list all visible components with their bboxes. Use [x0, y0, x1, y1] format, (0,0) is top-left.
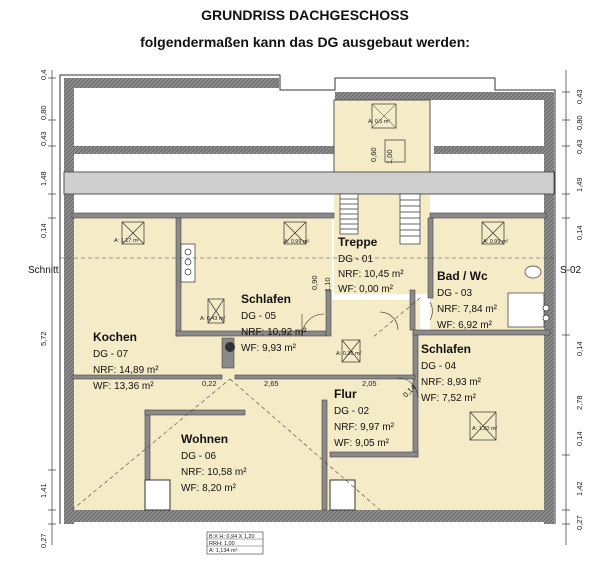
chimney-icon [225, 342, 235, 352]
room-label-bad: Bad / Wc DG - 03 NRF: 7,84 m² WF: 6,92 m… [437, 269, 498, 331]
svg-text:1,00: 1,00 [385, 149, 394, 164]
room-label-wohnen: Wohnen DG - 06 NRF: 10,58 m² WF: 8,20 m² [181, 432, 247, 494]
svg-text:0,22: 0,22 [202, 379, 217, 388]
skylights [121, 221, 505, 441]
svg-text:2,78: 2,78 [575, 395, 584, 410]
svg-text:Treppe: Treppe [338, 235, 378, 249]
room-fills [72, 98, 550, 510]
svg-text:NRF: 9,97 m²: NRF: 9,97 m² [334, 422, 395, 433]
svg-text:0,43: 0,43 [39, 131, 48, 146]
svg-text:0,80: 0,80 [575, 115, 584, 130]
svg-text:DG - 06: DG - 06 [181, 451, 216, 462]
svg-text:0,90: 0,90 [310, 275, 319, 290]
door-swings [301, 301, 433, 399]
svg-text:5,72: 5,72 [39, 331, 48, 346]
svg-text:0,80: 0,80 [39, 105, 48, 120]
bottom-dormers [144, 479, 356, 511]
window-label-5: A: 0,36 m² [336, 351, 362, 357]
svg-text:0,27: 0,27 [575, 515, 584, 530]
skylight-top: A: 0,5 m² [368, 103, 406, 163]
roof-hatch-area [333, 99, 431, 173]
svg-text:Flur: Flur [334, 387, 357, 401]
svg-text:0,60: 0,60 [369, 147, 378, 162]
svg-text:0,14: 0,14 [39, 223, 48, 238]
room-label-flur: Flur DG - 02 NRF: 9,97 m² WF: 9,05 m² [334, 387, 395, 449]
window-label-2: A: 0,99 m² [284, 239, 310, 245]
section-mark-left: Schnitt [28, 265, 59, 276]
svg-text:NRF: 14,89 m²: NRF: 14,89 m² [93, 365, 159, 376]
building-outline [59, 74, 556, 524]
window-label-1: A: 1,17 m² [114, 238, 140, 244]
svg-text:WF: 9,05 m²: WF: 9,05 m² [334, 438, 390, 449]
svg-text:WF: 7,52 m²: WF: 7,52 m² [421, 393, 477, 404]
svg-text:WF: 8,20 m²: WF: 8,20 m² [181, 483, 237, 494]
bath-fixtures [507, 265, 550, 328]
interior-walls [71, 212, 551, 511]
svg-text:0,14: 0,14 [575, 225, 584, 240]
svg-text:1,49: 1,49 [575, 177, 584, 192]
svg-text:NRF: 10,58 m²: NRF: 10,58 m² [181, 467, 247, 478]
svg-text:WF: 9,93 m²: WF: 9,93 m² [241, 343, 297, 354]
right-dimension-labels: 0,43 0,80 0,43 1,49 0,14 0,14 2,78 0,14 … [575, 89, 584, 530]
svg-text:Kochen: Kochen [93, 330, 137, 344]
svg-text:NRF: 8,93 m²: NRF: 8,93 m² [421, 377, 482, 388]
staircase [339, 193, 421, 245]
svg-text:WF: 6,92 m²: WF: 6,92 m² [437, 320, 493, 331]
svg-text:1,41: 1,41 [39, 483, 48, 498]
left-dimension-line [48, 70, 56, 545]
right-dimension-line [562, 70, 570, 545]
inner-dimension-labels: 0,60 1,00 0,90 1,10 0,22 2,65 2,05 0,14 [202, 147, 418, 399]
svg-text:RRH: 1,00: RRH: 1,00 [209, 541, 235, 547]
kitchen-appliances [180, 243, 196, 283]
svg-text:B:X H: 0,94 X 1,20: B:X H: 0,94 X 1,20 [209, 534, 255, 540]
svg-text:A: 1,134 m²: A: 1,134 m² [209, 548, 238, 554]
section-mark-right: S-02 [560, 265, 582, 276]
svg-text:1,48: 1,48 [39, 171, 48, 186]
svg-text:2,65: 2,65 [264, 379, 279, 388]
left-dimension-labels: 0,4 0,80 0,43 1,48 0,14 5,72 1,41 0,27 [39, 70, 48, 548]
purlin-band [63, 171, 555, 195]
plan-subtitle: folgendermaßen kann das DG ausgebaut wer… [140, 34, 470, 50]
svg-text:DG - 01: DG - 01 [338, 254, 373, 265]
room-label-schlafen-05: Schlafen DG - 05 NRF: 10,92 m² WF: 9,93 … [241, 292, 307, 354]
svg-text:NRF: 10,92 m²: NRF: 10,92 m² [241, 327, 307, 338]
svg-text:DG - 07: DG - 07 [93, 349, 128, 360]
svg-text:Schlafen: Schlafen [241, 292, 291, 306]
svg-text:WF: 0,00 m²: WF: 0,00 m² [338, 284, 394, 295]
svg-text:0,14: 0,14 [575, 341, 584, 356]
roof-slope-lines [60, 257, 555, 511]
room-label-kochen: Kochen DG - 07 NRF: 14,89 m² WF: 13,36 m… [93, 330, 159, 392]
svg-text:0,43: 0,43 [575, 89, 584, 104]
svg-text:0,4: 0,4 [39, 70, 48, 80]
svg-text:0,43: 0,43 [575, 139, 584, 154]
svg-text:DG - 02: DG - 02 [334, 406, 369, 417]
svg-text:DG - 04: DG - 04 [421, 361, 456, 372]
window-label-4: A: 0,99 m² [483, 239, 509, 245]
svg-text:DG - 03: DG - 03 [437, 288, 472, 299]
svg-text:Schlafen: Schlafen [421, 342, 471, 356]
plan-title: GRUNDRISS DACHGESCHOSS [201, 7, 409, 23]
svg-text:2,05: 2,05 [362, 379, 377, 388]
svg-text:0,27: 0,27 [39, 533, 48, 548]
svg-text:1,42: 1,42 [575, 481, 584, 496]
room-label-schlafen-04: Schlafen DG - 04 NRF: 8,93 m² WF: 7,52 m… [421, 342, 482, 404]
window-stamp: B:X H: 0,94 X 1,20 RRH: 1,00 A: 1,134 m² [206, 531, 264, 555]
svg-text:NRF: 7,84 m²: NRF: 7,84 m² [437, 304, 498, 315]
svg-text:DG - 05: DG - 05 [241, 311, 276, 322]
window-label-6: A: 1,20 m² [472, 426, 498, 432]
svg-text:Bad / Wc: Bad / Wc [437, 269, 488, 283]
svg-text:WF: 13,36 m²: WF: 13,36 m² [93, 381, 154, 392]
room-label-treppe: Treppe DG - 01 NRF: 10,45 m² WF: 0,00 m² [338, 235, 404, 295]
window-label-0: A: 0,5 m² [368, 119, 390, 125]
svg-text:Wohnen: Wohnen [181, 432, 228, 446]
window-label-3: A: 0,43 m² [200, 316, 226, 322]
svg-text:NRF: 10,45 m²: NRF: 10,45 m² [338, 269, 404, 280]
svg-text:0,14: 0,14 [575, 431, 584, 446]
svg-text:1,10: 1,10 [323, 277, 332, 292]
